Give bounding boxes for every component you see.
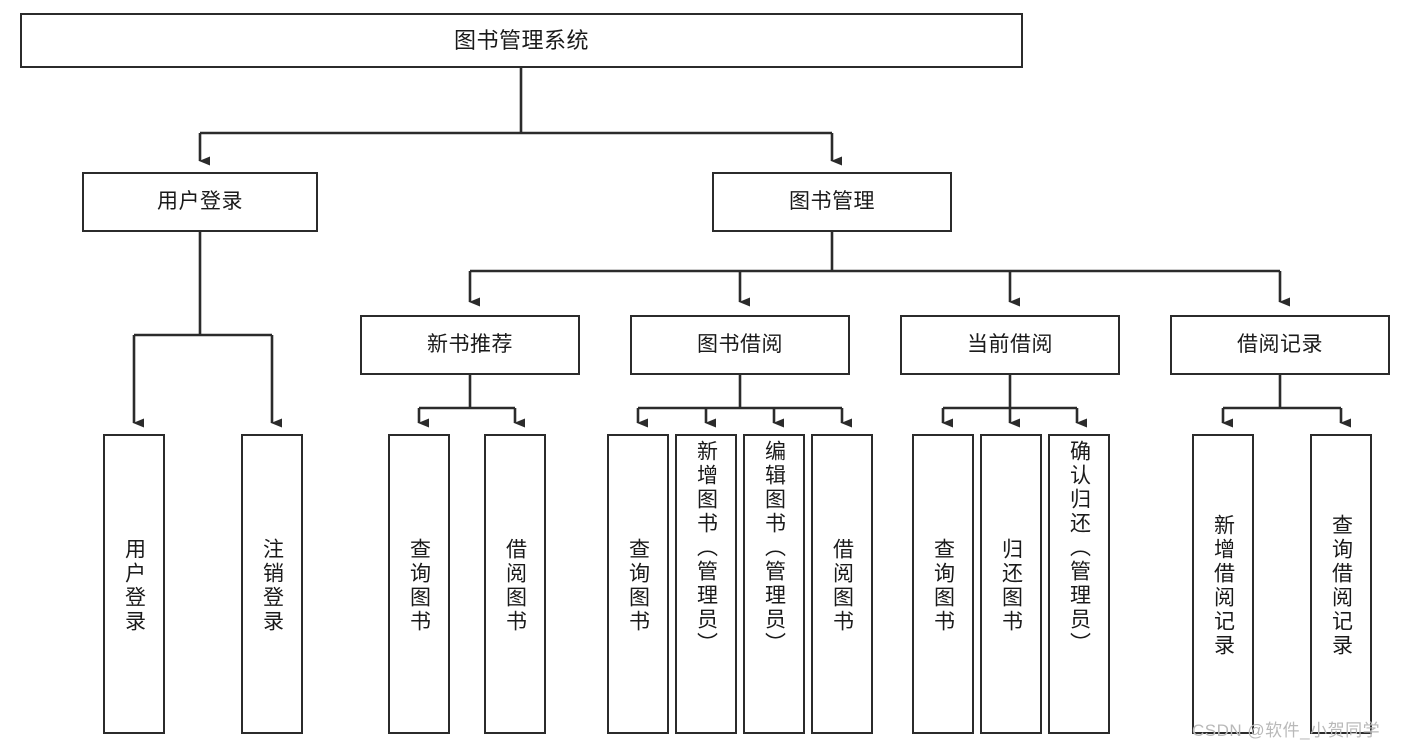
node-leaf-label: 查询图书	[626, 538, 650, 634]
node-leaf-label: 编辑图书（管理员）	[762, 440, 786, 656]
node-leaf-label: 确认归还（管理员）	[1067, 440, 1091, 656]
node-root-system[interactable]: 图书管理系统	[20, 13, 1023, 68]
node-leaf-book-borrow-add[interactable]: 新增图书（管理员）	[675, 434, 737, 734]
node-leaf-label: 归还图书	[999, 538, 1023, 634]
node-book-management[interactable]: 图书管理	[712, 172, 952, 232]
node-leaf-book-borrow-edit[interactable]: 编辑图书（管理员）	[743, 434, 805, 734]
node-new-book-recommend-label: 新书推荐	[427, 332, 513, 356]
node-book-borrow[interactable]: 图书借阅	[630, 315, 850, 375]
node-leaf-label: 查询图书	[407, 538, 431, 634]
node-leaf-current-borrow-query[interactable]: 查询图书	[912, 434, 974, 734]
node-root-system-label: 图书管理系统	[453, 27, 589, 53]
node-leaf-label: 新增借阅记录	[1211, 514, 1235, 658]
node-leaf-user-login-login[interactable]: 用户登录	[103, 434, 165, 734]
node-borrow-record[interactable]: 借阅记录	[1170, 315, 1390, 375]
node-leaf-book-borrow-query[interactable]: 查询图书	[607, 434, 669, 734]
node-book-borrow-label: 图书借阅	[697, 332, 783, 356]
node-leaf-label: 用户登录	[122, 538, 146, 634]
node-leaf-label: 借阅图书	[830, 538, 854, 634]
node-leaf-borrow-record-query[interactable]: 查询借阅记录	[1310, 434, 1372, 734]
node-book-management-label: 图书管理	[789, 189, 875, 213]
watermark-text: CSDN @软件_小贺同学	[1192, 721, 1381, 740]
node-leaf-book-borrow-borrow[interactable]: 借阅图书	[811, 434, 873, 734]
node-current-borrow[interactable]: 当前借阅	[900, 315, 1120, 375]
node-leaf-label: 注销登录	[260, 538, 284, 634]
node-borrow-record-label: 借阅记录	[1237, 332, 1323, 356]
node-leaf-label: 借阅图书	[503, 538, 527, 634]
node-leaf-new-book-query[interactable]: 查询图书	[388, 434, 450, 734]
node-current-borrow-label: 当前借阅	[967, 332, 1053, 356]
node-leaf-label: 新增图书（管理员）	[694, 440, 718, 656]
node-leaf-new-book-borrow[interactable]: 借阅图书	[484, 434, 546, 734]
node-leaf-borrow-record-add[interactable]: 新增借阅记录	[1192, 434, 1254, 734]
node-new-book-recommend[interactable]: 新书推荐	[360, 315, 580, 375]
node-leaf-label: 查询图书	[931, 538, 955, 634]
node-leaf-current-borrow-confirm[interactable]: 确认归还（管理员）	[1048, 434, 1110, 734]
node-user-login-label: 用户登录	[157, 189, 243, 213]
node-leaf-user-login-logout[interactable]: 注销登录	[241, 434, 303, 734]
node-user-login[interactable]: 用户登录	[82, 172, 318, 232]
node-leaf-current-borrow-return[interactable]: 归还图书	[980, 434, 1042, 734]
node-leaf-label: 查询借阅记录	[1329, 514, 1353, 658]
